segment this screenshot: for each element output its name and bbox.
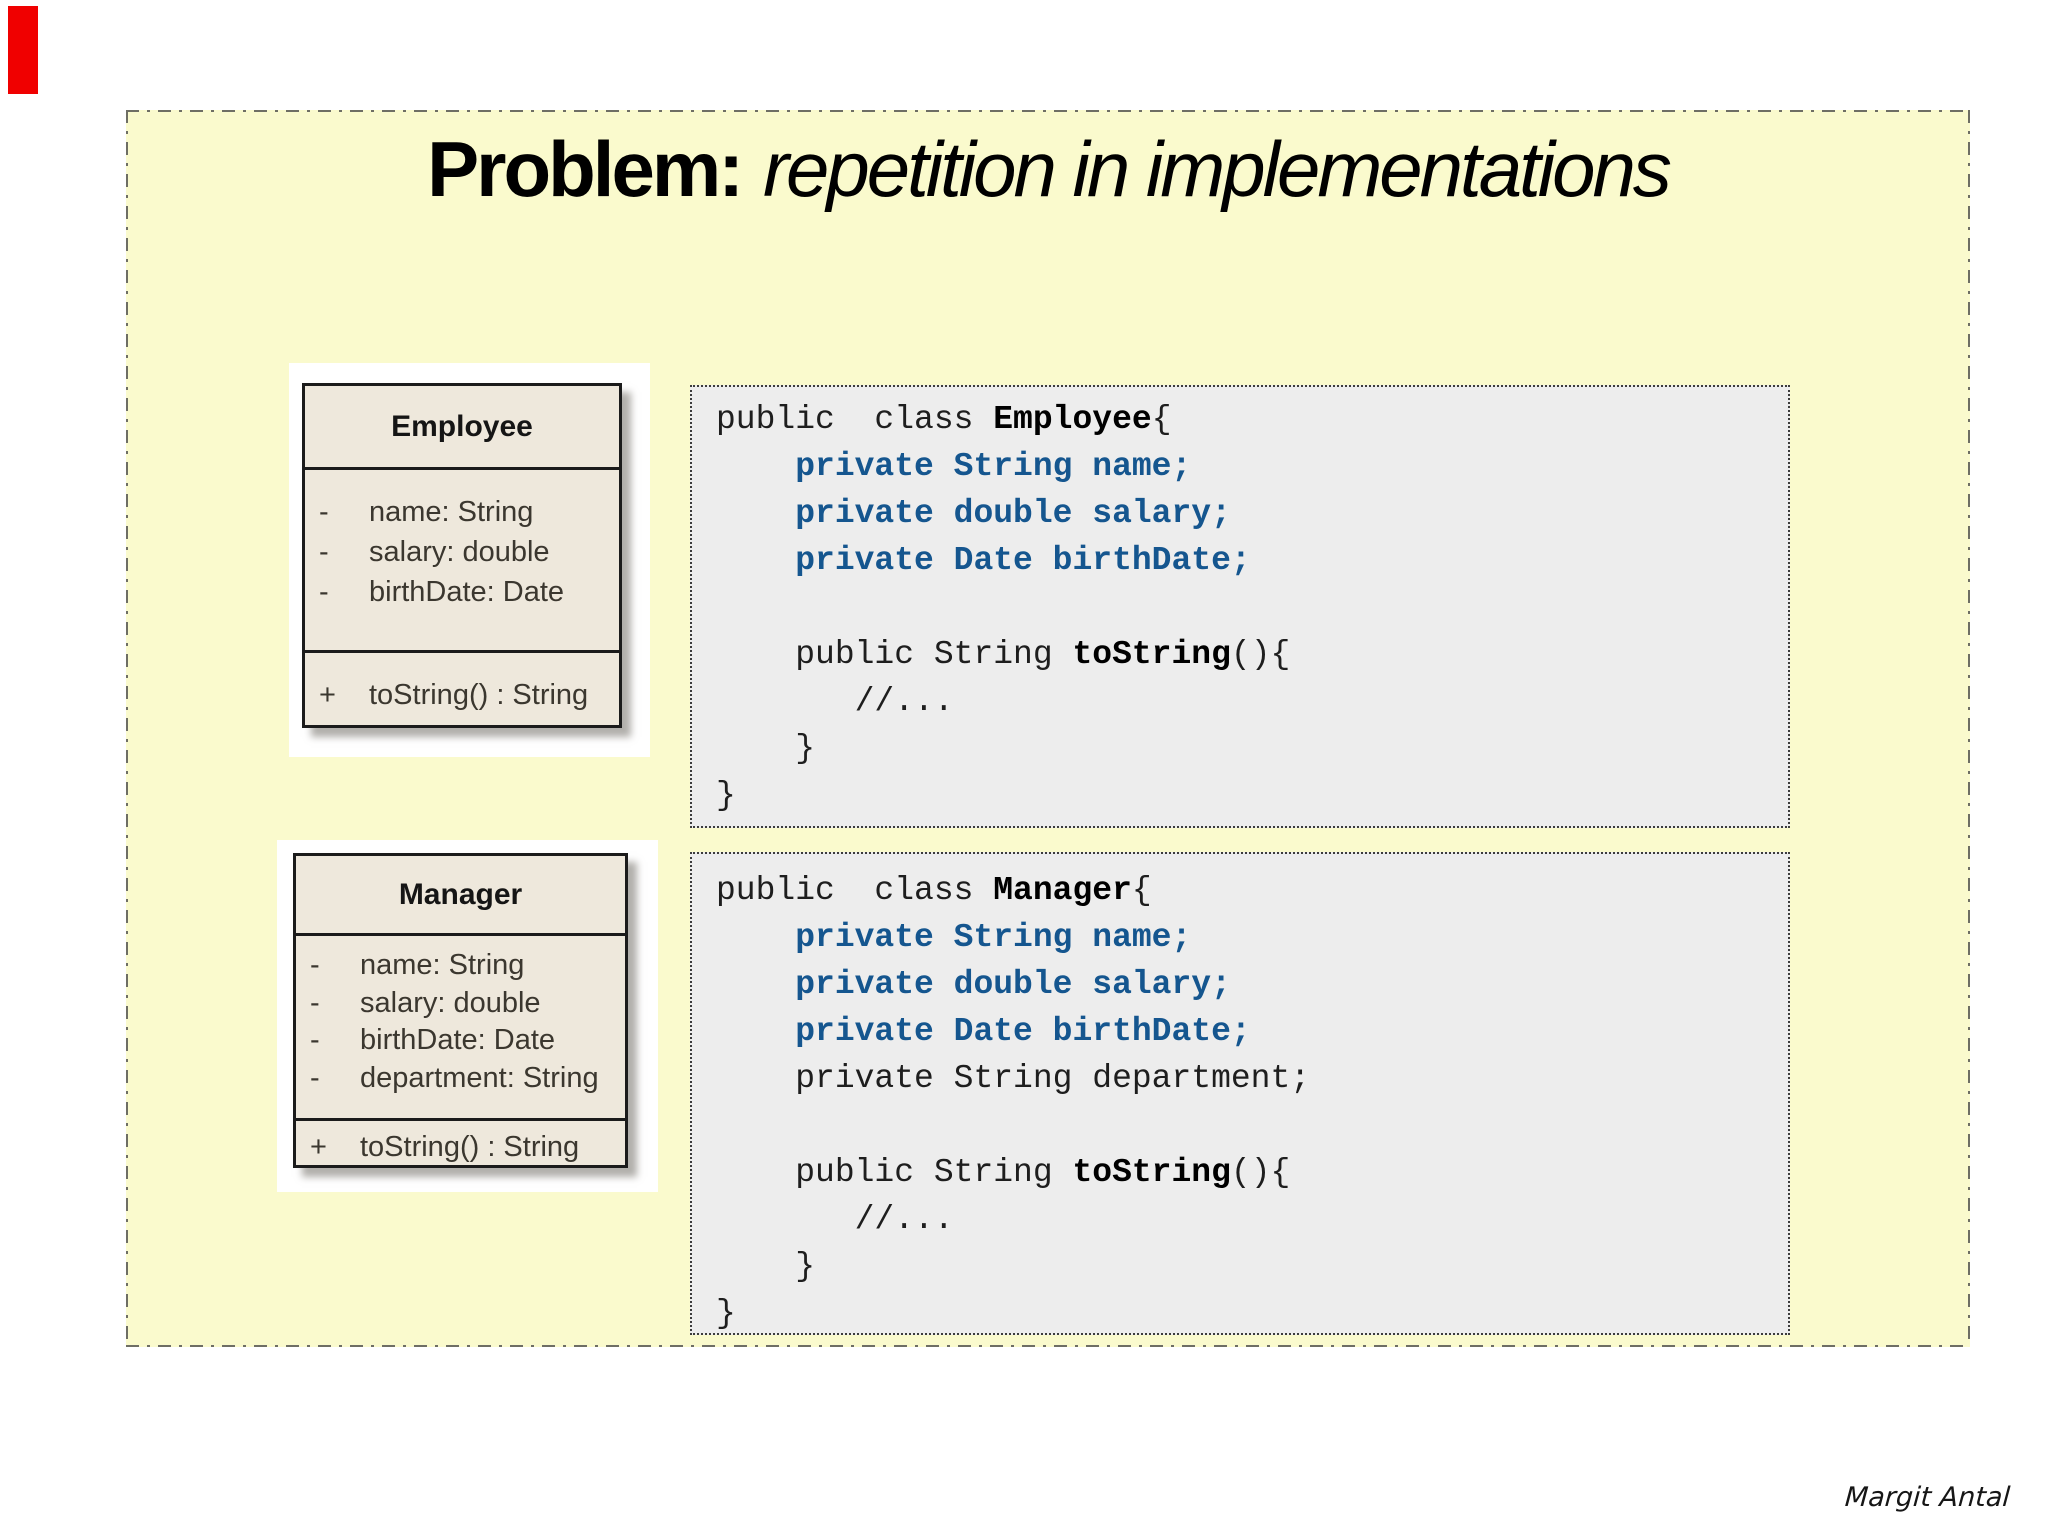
employee-code-listing: public class Employee{ private String na… bbox=[690, 385, 1790, 828]
code-line: public String toString(){ bbox=[716, 636, 1291, 673]
code-line: public class Manager{ bbox=[716, 872, 1152, 909]
slide-title-subtitle: repetition in implementations bbox=[763, 125, 1672, 213]
employee-class-name: Employee bbox=[305, 386, 619, 470]
manager-methods-compartment: +toString() : String bbox=[296, 1121, 625, 1167]
code-line: } bbox=[716, 1295, 736, 1332]
manager-uml-class-box: Manager -name: String -salary: double -bir… bbox=[293, 853, 628, 1168]
employee-methods-compartment: +toString() : String bbox=[305, 653, 619, 715]
code-line: private double salary; bbox=[795, 966, 1231, 1003]
uml-member-row: -birthDate: Date bbox=[310, 1024, 556, 1057]
uml-member-row: -department: String bbox=[310, 1061, 599, 1094]
manager-attributes-compartment: -name: String -salary: double -birthDate: … bbox=[296, 936, 625, 1121]
code-line: } bbox=[716, 777, 736, 814]
uml-member-row: -birthDate: Date bbox=[319, 575, 565, 608]
code-line: private double salary; bbox=[795, 495, 1231, 532]
code-line: //... bbox=[716, 683, 954, 720]
code-line bbox=[716, 584, 1788, 631]
employee-attributes-compartment: -name: String -salary: double -birthDate: … bbox=[305, 470, 619, 653]
code-line bbox=[716, 1102, 1788, 1149]
code-line: private Date birthDate; bbox=[795, 1013, 1251, 1050]
code-line: //... bbox=[716, 1201, 954, 1238]
code-line: private String name; bbox=[795, 448, 1192, 485]
uml-member-row: +toString() : String bbox=[310, 1130, 580, 1163]
manager-code-listing: public class Manager{ private String nam… bbox=[690, 852, 1790, 1335]
slide-title: Problem:repetition in implementations bbox=[126, 125, 1970, 213]
uml-member-row: +toString() : String bbox=[319, 678, 589, 711]
code-line: private Date birthDate; bbox=[795, 542, 1251, 579]
slide-title-problem: Problem: bbox=[427, 125, 744, 213]
uml-member-row: -salary: double bbox=[319, 535, 550, 568]
employee-uml-class-box: Employee -name: String -salary: double -bi… bbox=[302, 383, 622, 728]
code-line: } bbox=[716, 1248, 816, 1285]
uml-member-row: -name: String bbox=[319, 495, 534, 528]
red-marker-bar bbox=[8, 6, 38, 94]
code-line: public String toString(){ bbox=[716, 1154, 1291, 1191]
code-line: private String name; bbox=[795, 919, 1192, 956]
uml-member-row: -salary: double bbox=[310, 986, 541, 1019]
code-line: private String department; bbox=[716, 1060, 1311, 1097]
manager-class-name: Manager bbox=[296, 856, 625, 936]
code-line: public class Employee{ bbox=[716, 401, 1172, 438]
code-line: } bbox=[716, 730, 816, 767]
author-signature: Margit Antal bbox=[1843, 1482, 2012, 1513]
uml-member-row: -name: String bbox=[310, 949, 525, 982]
